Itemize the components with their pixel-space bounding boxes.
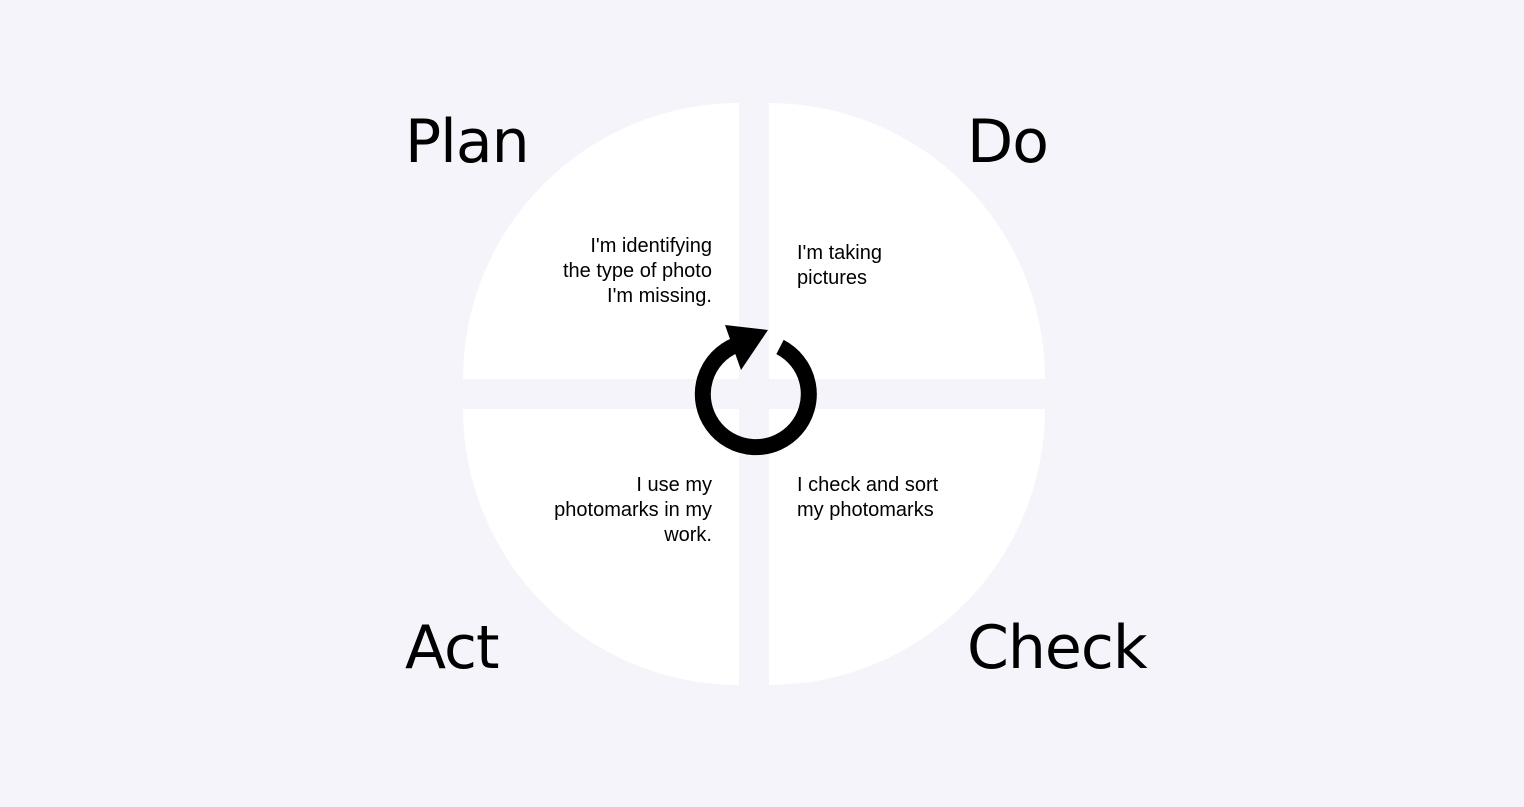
act-description: I use my photomarks in my work. — [554, 474, 712, 546]
do-description: I'm taking pictures — [797, 242, 882, 289]
plan-description: I'm identifying the type of photo I'm mi… — [562, 235, 712, 307]
cycle-arrow-head — [725, 325, 768, 370]
plan-label: Plan — [405, 107, 530, 177]
act-label: Act — [405, 613, 500, 683]
check-label: Check — [967, 613, 1148, 683]
do-label: Do — [967, 107, 1049, 177]
check-description: I check and sort my photomarks — [797, 474, 939, 521]
cycle-arrow-icon — [694, 325, 817, 456]
cycle-arrow-ring — [694, 337, 817, 456]
